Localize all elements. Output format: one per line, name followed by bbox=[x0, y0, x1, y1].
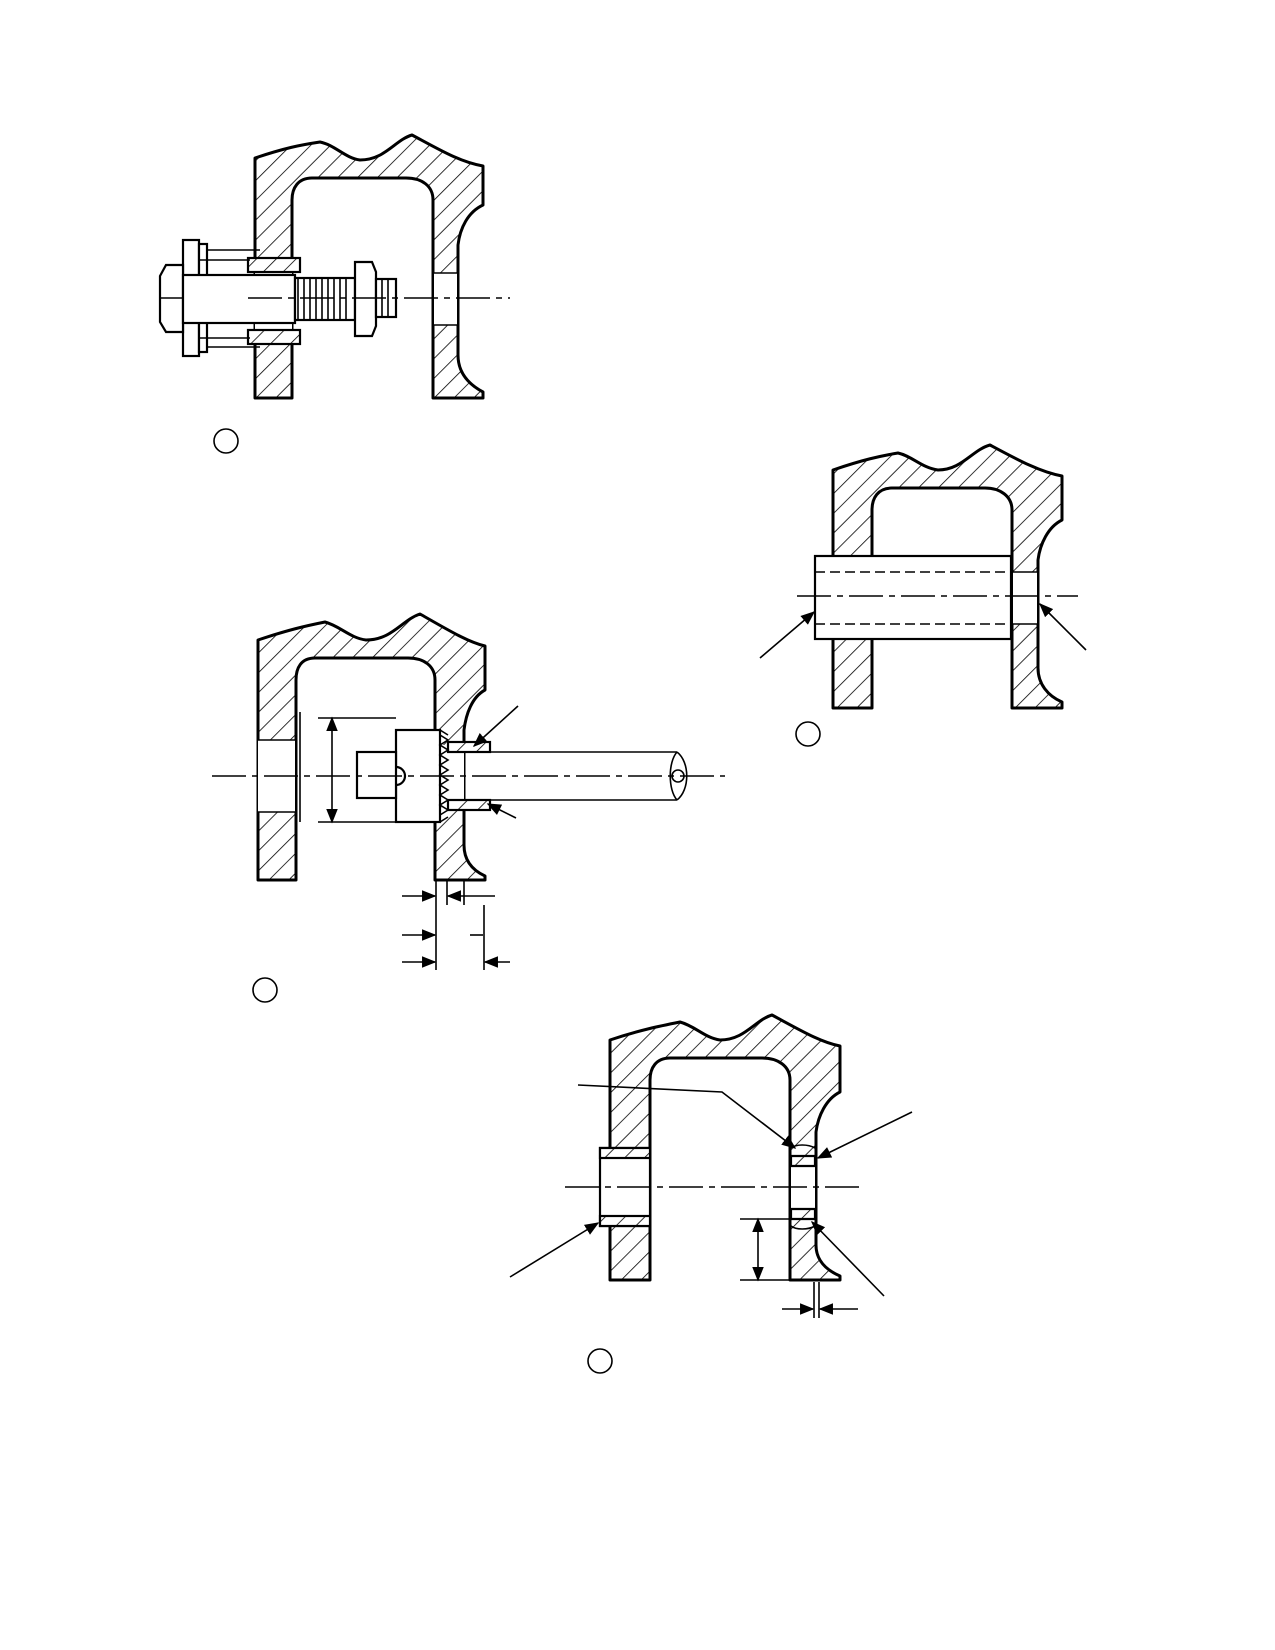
dimension-height bbox=[740, 1217, 790, 1282]
bolt-shank bbox=[181, 273, 297, 325]
bushing-bottom bbox=[246, 328, 302, 346]
leader-left bbox=[759, 611, 816, 659]
view-1-puller-bolt bbox=[158, 133, 510, 454]
mandrel-body bbox=[813, 554, 1013, 641]
leader-top-right bbox=[816, 1111, 913, 1159]
view-4-callout-circle bbox=[587, 1348, 613, 1374]
view-3-knurling-tool bbox=[212, 612, 725, 1003]
bushing-top bbox=[246, 256, 302, 274]
view-4-bushing-flush-fit bbox=[509, 1013, 913, 1374]
housing-section bbox=[253, 133, 485, 400]
bore-right-wall bbox=[434, 273, 457, 325]
leader-top bbox=[472, 705, 519, 747]
view-2-callout-circle bbox=[795, 721, 821, 747]
leader-right bbox=[1038, 602, 1087, 651]
view-3-callout-circle bbox=[252, 977, 278, 1003]
view-1-callout-circle bbox=[213, 428, 239, 454]
bushing-right bbox=[789, 1144, 817, 1230]
leader-bottom-left bbox=[509, 1222, 600, 1278]
bolt-threads bbox=[293, 276, 357, 322]
pilot bbox=[355, 750, 398, 800]
leader-bottom-right bbox=[810, 1220, 885, 1297]
nut bbox=[353, 260, 378, 338]
dimension-flare bbox=[782, 1282, 858, 1318]
view-2-mandrel-installed-bushing bbox=[759, 443, 1087, 747]
leader-bottom bbox=[486, 803, 517, 819]
bushing-top bbox=[446, 740, 492, 754]
dimension-depth bbox=[402, 880, 510, 970]
bore-right-wall bbox=[1013, 572, 1037, 624]
bushing-bottom bbox=[446, 798, 492, 812]
leader-top-left bbox=[577, 1084, 797, 1149]
dimension-bore bbox=[299, 712, 396, 824]
